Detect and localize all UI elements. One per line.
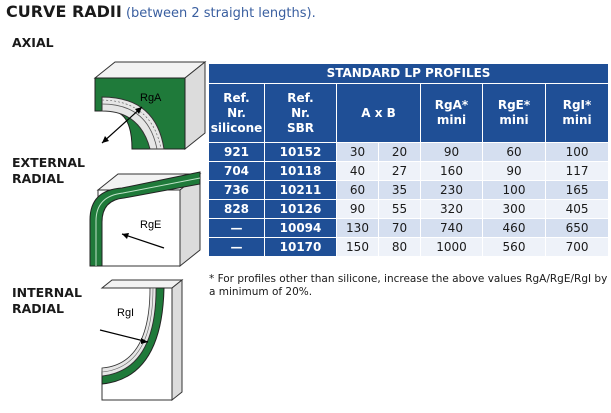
- cell-ref-silicone: 921: [208, 142, 265, 162]
- header-rga-line2: mini: [436, 113, 467, 127]
- internal-radial-diagram: RgI: [99, 278, 184, 402]
- cell-a: 130: [336, 218, 379, 238]
- external-caption-line2: RADIAL: [12, 171, 64, 186]
- cell-rge: 100: [482, 180, 546, 200]
- footnote: * For profiles other than silicone, incr…: [209, 273, 608, 298]
- cell-rge: 60: [482, 142, 546, 162]
- internal-caption: INTERNAL RADIAL: [12, 285, 82, 317]
- cell-b: 80: [378, 237, 421, 257]
- cell-rgi: 650: [544, 218, 610, 238]
- cell-a: 60: [336, 180, 379, 200]
- cell-a: 30: [336, 142, 379, 162]
- cell-ref-sbr: 10152: [264, 142, 337, 162]
- title-main: CURVE RADII: [6, 2, 122, 21]
- table-row: 704 10118 40 27 160 90 117: [208, 161, 610, 181]
- internal-caption-line1: INTERNAL: [12, 285, 82, 300]
- standard-lp-profiles-table: STANDARD LP PROFILES Ref. Nr. silicone R…: [207, 63, 610, 257]
- page-title: CURVE RADII (between 2 straight lengths)…: [6, 2, 316, 21]
- cell-ref-silicone: 828: [208, 199, 265, 219]
- cell-rga: 1000: [420, 237, 483, 257]
- header-rgi: RgI* mini: [544, 83, 610, 143]
- cell-rge: 560: [482, 237, 546, 257]
- axial-caption-text: AXIAL: [12, 35, 54, 50]
- cell-rga: 320: [420, 199, 483, 219]
- table-row: 828 10126 90 55 320 300 405: [208, 199, 610, 219]
- cell-b: 35: [378, 180, 421, 200]
- table-row: 736 10211 60 35 230 100 165: [208, 180, 610, 200]
- header-rgi-line1: RgI*: [562, 98, 592, 112]
- external-radial-diagram: RgE: [89, 171, 202, 268]
- header-rga: RgA* mini: [420, 83, 483, 143]
- cell-ref-sbr: 10094: [264, 218, 337, 238]
- cell-ref-silicone: —: [208, 218, 265, 238]
- cell-rga: 90: [420, 142, 483, 162]
- cell-rga: 160: [420, 161, 483, 181]
- cell-a: 40: [336, 161, 379, 181]
- table-row: 921 10152 30 20 90 60 100: [208, 142, 610, 162]
- rga-label: RgA: [140, 92, 162, 104]
- cell-rge: 460: [482, 218, 546, 238]
- external-caption: EXTERNAL RADIAL: [12, 155, 85, 187]
- header-ref-silicone-line1: Ref.: [223, 90, 250, 105]
- rgi-label: RgI: [117, 307, 134, 319]
- cell-b: 55: [378, 199, 421, 219]
- header-rge-line2: mini: [499, 113, 529, 127]
- cell-rge: 90: [482, 161, 546, 181]
- cell-rgi: 100: [544, 142, 610, 162]
- rge-label: RgE: [140, 219, 161, 231]
- table-title: STANDARD LP PROFILES: [207, 63, 610, 84]
- cell-ref-sbr: 10211: [264, 180, 337, 200]
- title-subtitle: (between 2 straight lengths).: [121, 6, 316, 21]
- cell-a: 90: [336, 199, 379, 219]
- table-row: — 10094 130 70 740 460 650: [208, 218, 610, 238]
- header-ref-sbr-line2: Nr.: [291, 105, 310, 120]
- header-rgi-line2: mini: [562, 113, 592, 127]
- cell-rgi: 700: [544, 237, 610, 257]
- header-ref-silicone-line3: silicone: [210, 120, 263, 135]
- cell-rgi: 117: [544, 161, 610, 181]
- cell-ref-sbr: 10170: [264, 237, 337, 257]
- cell-rgi: 165: [544, 180, 610, 200]
- axial-curve-diagram: RgA: [93, 60, 207, 151]
- header-ref-silicone-line2: Nr.: [227, 105, 246, 120]
- header-ref-sbr-line1: Ref.: [287, 90, 314, 105]
- cell-rgi: 405: [544, 199, 610, 219]
- cell-b: 20: [378, 142, 421, 162]
- cell-b: 27: [378, 161, 421, 181]
- cell-rga: 740: [420, 218, 483, 238]
- cell-ref-silicone: 704: [208, 161, 265, 181]
- cell-a: 150: [336, 237, 379, 257]
- internal-caption-line2: RADIAL: [12, 301, 64, 316]
- axial-caption: AXIAL: [12, 35, 54, 51]
- cell-b: 70: [378, 218, 421, 238]
- cell-rge: 300: [482, 199, 546, 219]
- cell-ref-silicone: 736: [208, 180, 265, 200]
- header-ref-sbr-line3: SBR: [286, 120, 315, 135]
- header-ref-sbr: Ref. Nr. SBR: [264, 83, 337, 143]
- cell-ref-sbr: 10118: [264, 161, 337, 181]
- external-caption-line1: EXTERNAL: [12, 155, 85, 170]
- cell-rga: 230: [420, 180, 483, 200]
- table-row: — 10170 150 80 1000 560 700: [208, 237, 610, 257]
- header-rge-line1: RgE*: [497, 98, 531, 112]
- cell-ref-silicone: —: [208, 237, 265, 257]
- cell-ref-sbr: 10126: [264, 199, 337, 219]
- header-ref-silicone: Ref. Nr. silicone: [208, 83, 265, 143]
- header-axb: A x B: [336, 83, 421, 143]
- header-rge: RgE* mini: [482, 83, 546, 143]
- header-rga-line1: RgA*: [434, 98, 469, 112]
